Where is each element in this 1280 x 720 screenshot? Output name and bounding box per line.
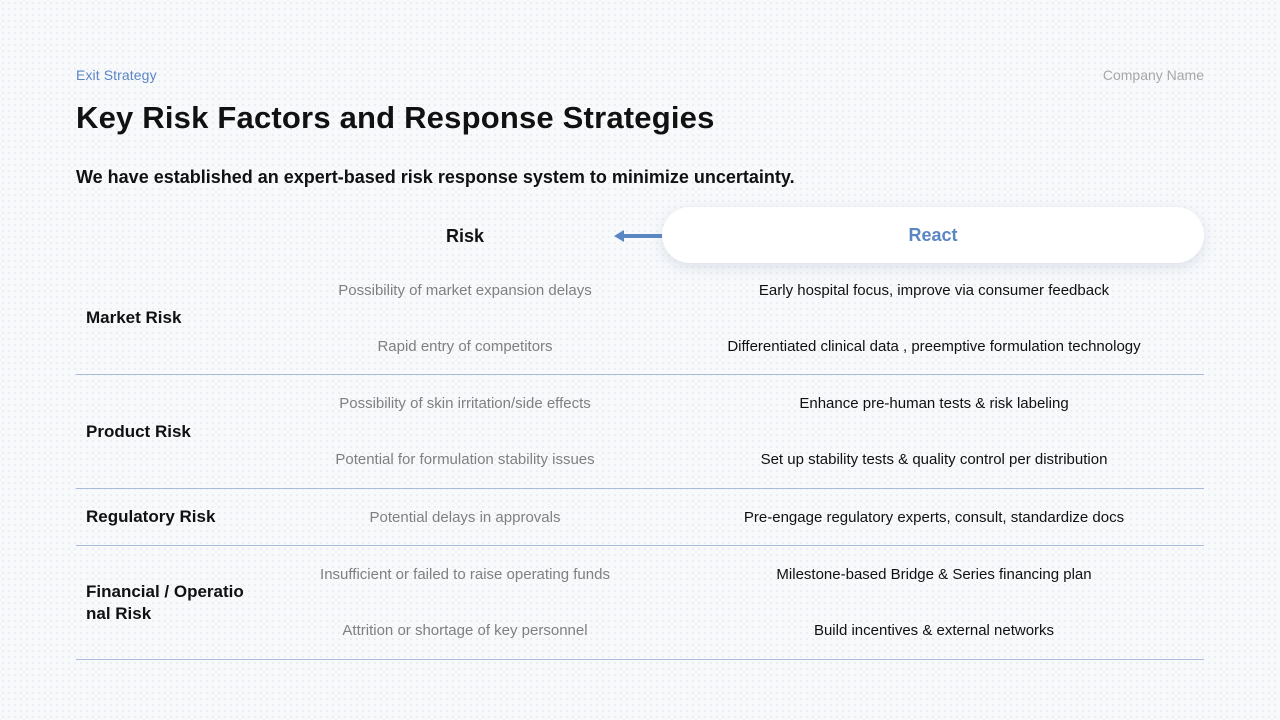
table-row: Rapid entry of competitors Differentiate… bbox=[76, 318, 1204, 374]
page-title: Key Risk Factors and Response Strategies bbox=[76, 100, 715, 135]
table-row: Possibility of market expansion delays E… bbox=[76, 262, 1204, 318]
risk-column-header: Risk bbox=[445, 226, 485, 246]
group-label: Regulatory Risk bbox=[86, 507, 216, 526]
group-label: Product Risk bbox=[86, 421, 191, 441]
section-label: Exit Strategy bbox=[76, 67, 157, 83]
react-cell: Milestone-based Bridge & Series financin… bbox=[776, 565, 1092, 583]
react-cell: Early hospital focus, improve via consum… bbox=[758, 281, 1110, 299]
group-label: Financial / Operatio nal Risk bbox=[86, 581, 244, 623]
react-cell: Build incentives & external networks bbox=[813, 622, 1055, 640]
react-cell: Enhance pre-human tests & risk labeling bbox=[799, 394, 1069, 412]
react-cell: Pre-engage regulatory experts, consult, … bbox=[743, 508, 1125, 526]
risk-cell: Possibility of skin irritation/side effe… bbox=[339, 394, 591, 412]
risk-cell: Potential for formulation stability issu… bbox=[335, 451, 595, 469]
react-cell: Set up stability tests & quality control… bbox=[760, 451, 1108, 469]
react-column-header: React bbox=[662, 207, 1204, 263]
group-label: Market Risk bbox=[86, 308, 182, 327]
risk-group-market: Market Risk Possibility of market expans… bbox=[76, 262, 1204, 375]
risk-cell: Rapid entry of competitors bbox=[377, 337, 553, 355]
company-name: Company Name bbox=[1102, 67, 1204, 83]
risk-cell: Attrition or shortage of key personnel bbox=[342, 622, 588, 640]
risk-cell: Insufficient or failed to raise operatin… bbox=[320, 565, 610, 583]
risk-table: Market Risk Possibility of market expans… bbox=[76, 262, 1204, 660]
risk-group-regulatory: Regulatory Risk Potential delays in appr… bbox=[76, 489, 1204, 546]
table-row: Potential for formulation stability issu… bbox=[76, 432, 1204, 489]
risk-group-financial: Financial / Operatio nal Risk Insufficie… bbox=[76, 546, 1204, 660]
table-row: Potential delays in approvals Pre-engage… bbox=[76, 489, 1204, 545]
risk-group-product: Product Risk Possibility of skin irritat… bbox=[76, 375, 1204, 489]
page-subtitle: We have established an expert-based risk… bbox=[76, 167, 795, 187]
react-column-label: React bbox=[908, 224, 958, 245]
table-row: Insufficient or failed to raise operatin… bbox=[76, 546, 1204, 603]
risk-cell: Possibility of market expansion delays bbox=[338, 281, 592, 299]
risk-cell: Potential delays in approvals bbox=[369, 508, 561, 526]
table-row: Attrition or shortage of key personnel B… bbox=[76, 603, 1204, 660]
table-row: Possibility of skin irritation/side effe… bbox=[76, 375, 1204, 432]
react-cell: Differentiated clinical data , preemptiv… bbox=[727, 337, 1141, 355]
